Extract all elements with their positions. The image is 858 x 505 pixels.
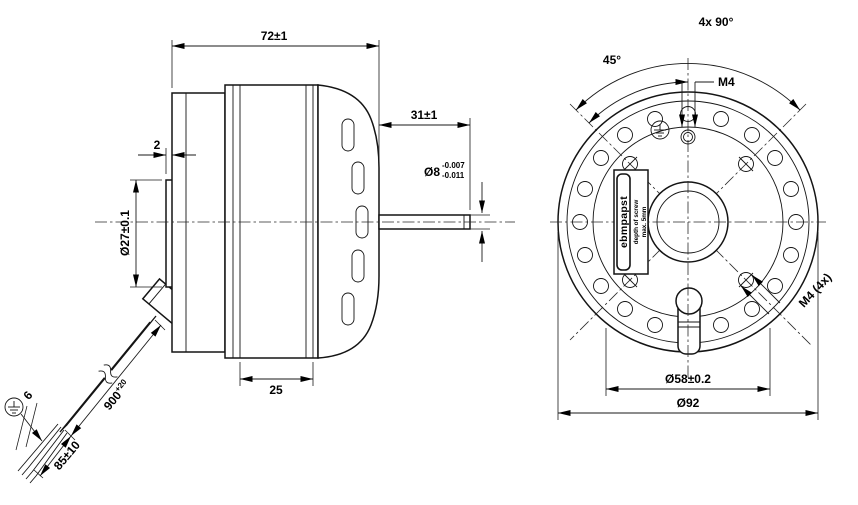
bare-wire-tip	[29, 475, 37, 484]
dim-bare-wire-length: 6	[20, 388, 35, 402]
rotor	[224, 84, 319, 359]
rotor-bell	[317, 84, 380, 359]
dim-shaft-length: 31±1	[411, 108, 438, 122]
earth-leader	[20, 413, 43, 442]
vent-slot	[341, 292, 355, 326]
bare-wire-tip	[21, 467, 29, 476]
flange-earth-icon	[650, 120, 670, 140]
vent-slot	[341, 118, 355, 152]
jacket-end	[59, 425, 67, 433]
motor-body	[165, 84, 471, 359]
stator-housing	[171, 92, 226, 353]
bare-wire-tip	[17, 463, 25, 472]
nameplate-brand: ebmpapst	[618, 196, 630, 248]
dim-spigot-diameter: Ø27±0.1	[118, 210, 132, 256]
brand-logo-frame	[616, 173, 631, 271]
dim-bolt-circle: Ø58±0.2	[665, 372, 711, 386]
dim-spigot-protrusion: 2	[154, 138, 161, 152]
vent-slot	[351, 161, 365, 195]
earth-ground-icon	[4, 397, 24, 417]
cable-assembly	[17, 315, 157, 484]
dim-cable-length: 900+20	[100, 377, 133, 413]
dim-thread-corner: M4 (4x)	[796, 270, 834, 310]
dim-shaft-tol-lower: -0.011	[442, 171, 465, 180]
nameplate-note-2: max. 5mm	[641, 206, 648, 237]
dim-offset-angle: 45°	[603, 53, 621, 67]
front-cable-gland	[675, 287, 703, 355]
dim-rotor-length: 25	[269, 383, 283, 397]
bare-wire-tip	[25, 471, 33, 480]
dim-outer-diameter: Ø92	[677, 396, 700, 410]
nameplate: ebmpapst depth of screw max. 5mm	[613, 169, 649, 275]
side-view: 72±1 31±1 2 Ø27±0.1 Ø8 -0.007 -0.011	[4, 29, 515, 484]
dim-thread-top: M4	[718, 75, 735, 89]
dim-shaft-tol-upper: -0.007	[442, 161, 465, 170]
dim-hole-pattern-angle: 4x 90°	[699, 15, 734, 29]
vent-slot	[351, 249, 365, 283]
nameplate-note-1: depth of screw	[633, 200, 640, 245]
dim-shaft-diameter: Ø8	[424, 165, 440, 179]
front-view: ebmpapst depth of screw max. 5mm 4x 90° …	[550, 15, 834, 420]
dim-overall-length: 72±1	[261, 29, 288, 43]
